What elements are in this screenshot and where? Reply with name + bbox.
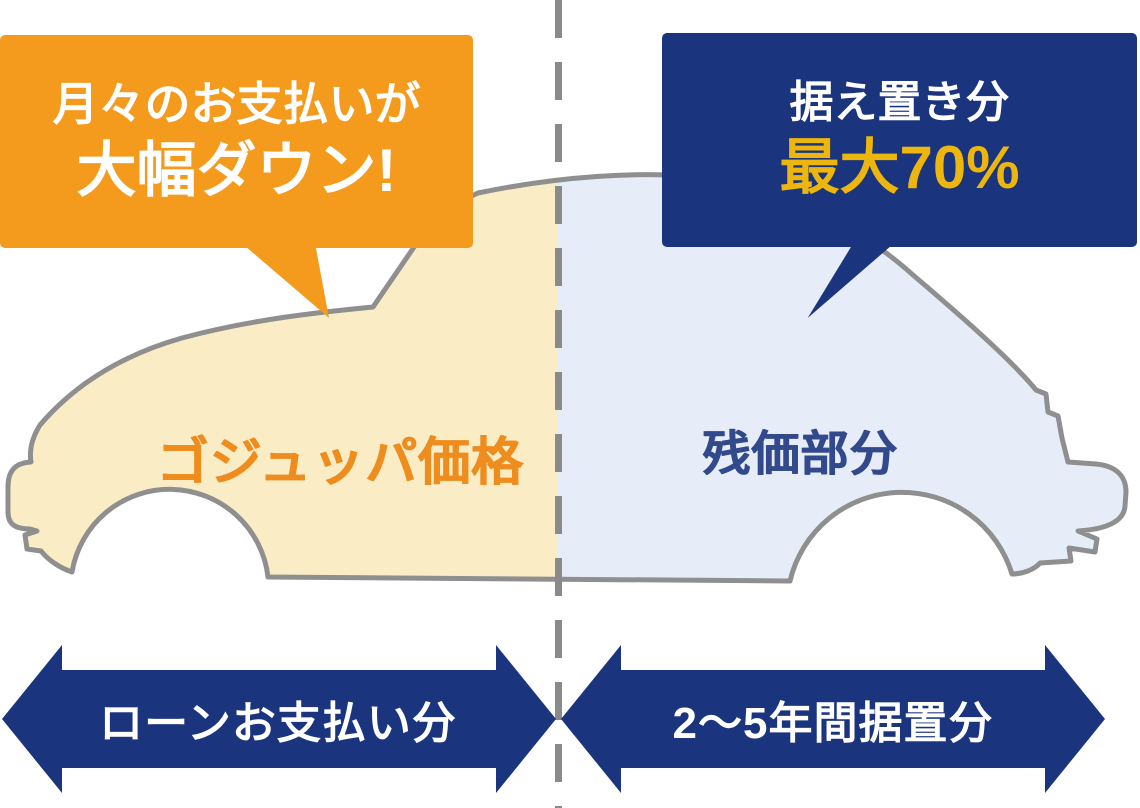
- deferred-period-arrow: 2〜5年間据置分: [619, 670, 1047, 768]
- car-left-section-label: ゴジュッパ価格: [156, 434, 524, 492]
- loan-payment-arrow: ローンお支払い分: [58, 670, 498, 768]
- left-arrow-right-head: [496, 645, 556, 793]
- loan-payment-arrow-label: ローンお支払い分: [99, 699, 457, 748]
- deferred-amount-bubble-line2: 最大70%: [779, 134, 1020, 202]
- monthly-payment-bubble-line2: 大幅ダウン!: [76, 136, 397, 204]
- monthly-payment-bubble: 月々のお支払いが 大幅ダウン!: [0, 35, 473, 248]
- left-arrow-left-head: [2, 645, 62, 793]
- deferred-period-arrow-label: 2〜5年間据置分: [672, 699, 994, 748]
- deferred-amount-bubble: 据え置き分 最大70%: [662, 33, 1137, 247]
- monthly-payment-bubble-line1: 月々のお支払いが: [52, 78, 421, 131]
- divider-dashed-line: [555, 0, 562, 808]
- car-right-section-label: 残価部分: [701, 428, 898, 481]
- deferred-amount-bubble-line1: 据え置き分: [789, 77, 1010, 127]
- right-arrow-left-head: [561, 645, 621, 793]
- right-arrow-right-head: [1045, 645, 1105, 793]
